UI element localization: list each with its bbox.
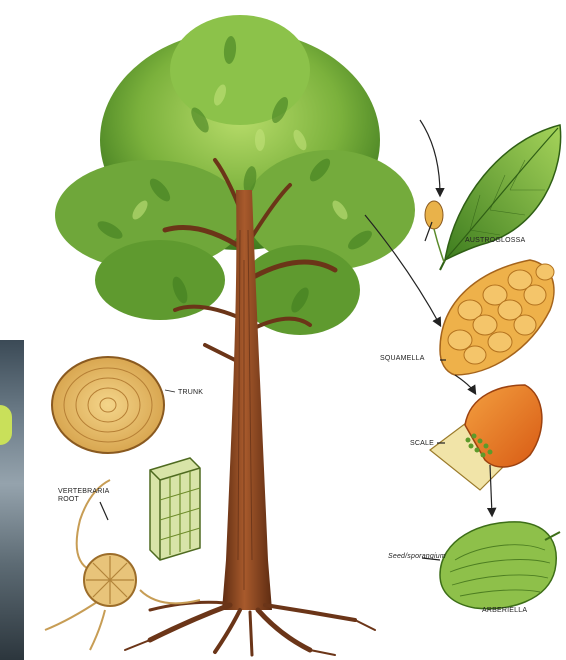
vertebraria-block [150,458,200,560]
squamella-cone [440,260,554,375]
austroglossa-leaf [425,125,561,270]
label-arberiella: ARBERIELLA [482,607,527,615]
tree-trunk [222,190,272,610]
label-austroglossa: AUSTROGLOSSA [465,237,525,245]
tree-roots [125,602,375,655]
label-scale: SCALE [410,440,434,448]
label-root: VERTEBRARIA ROOT [58,488,109,504]
scale-organ [430,385,542,490]
trunk-cross-section [52,357,175,453]
label-trunk: TRUNK [178,389,203,397]
label-seed: Seed/sporangium [388,553,446,561]
tree-canopy [55,15,415,335]
label-squamella: SQUAMELLA [380,355,425,363]
arberiella-seed [440,522,560,609]
